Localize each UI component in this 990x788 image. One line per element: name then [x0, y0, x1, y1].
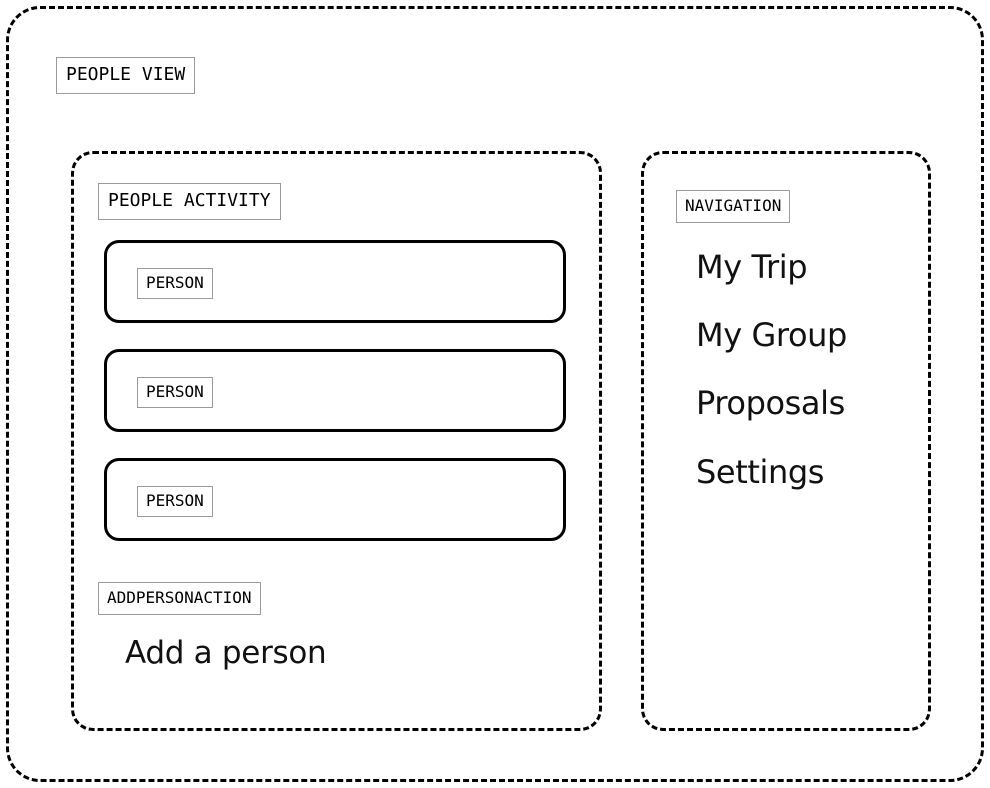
person-tag-wrapper: PERSON	[137, 377, 213, 408]
add-person-action-component-tag: ADDPERSONACTION	[98, 582, 261, 615]
people-view-tag-wrapper: PEOPLE VIEW	[56, 57, 196, 94]
people-activity-tag-wrapper: PEOPLE ACTIVITY	[98, 183, 281, 220]
person-card-list: PERSON PERSON PERSON	[104, 240, 566, 567]
nav-item-settings[interactable]: Settings	[696, 452, 825, 491]
person-tag-wrapper: PERSON	[137, 268, 213, 299]
person-component-tag: PERSON	[137, 268, 213, 299]
people-activity-component-tag: PEOPLE ACTIVITY	[98, 183, 281, 220]
people-view-component-tag: PEOPLE VIEW	[56, 57, 196, 94]
nav-item-my-group[interactable]: My Group	[696, 316, 847, 355]
add-person-action-label[interactable]: Add a person	[125, 635, 327, 671]
person-component-tag: PERSON	[137, 377, 213, 408]
people-view-container: PEOPLE VIEW PEOPLE ACTIVITY PERSON PERSO…	[6, 6, 984, 782]
person-component-tag: PERSON	[137, 486, 213, 517]
nav-item-my-trip[interactable]: My Trip	[696, 248, 808, 286]
person-tag-wrapper: PERSON	[137, 486, 213, 517]
person-card[interactable]: PERSON	[104, 458, 566, 541]
navigation-panel: NAVIGATION My Trip My Group Proposals Se…	[641, 151, 931, 731]
navigation-component-tag: NAVIGATION	[676, 190, 791, 223]
person-card[interactable]: PERSON	[104, 349, 566, 432]
nav-item-proposals[interactable]: Proposals	[696, 384, 845, 423]
people-activity-panel: PEOPLE ACTIVITY PERSON PERSON PERSON	[71, 151, 602, 731]
person-card[interactable]: PERSON	[104, 240, 566, 323]
navigation-item-list: My Trip My Group Proposals Settings	[696, 248, 926, 491]
add-person-action-tag-wrapper: ADDPERSONACTION	[98, 582, 568, 615]
add-person-action-block: ADDPERSONACTION Add a person	[98, 582, 568, 672]
navigation-tag-wrapper: NAVIGATION	[676, 190, 791, 223]
